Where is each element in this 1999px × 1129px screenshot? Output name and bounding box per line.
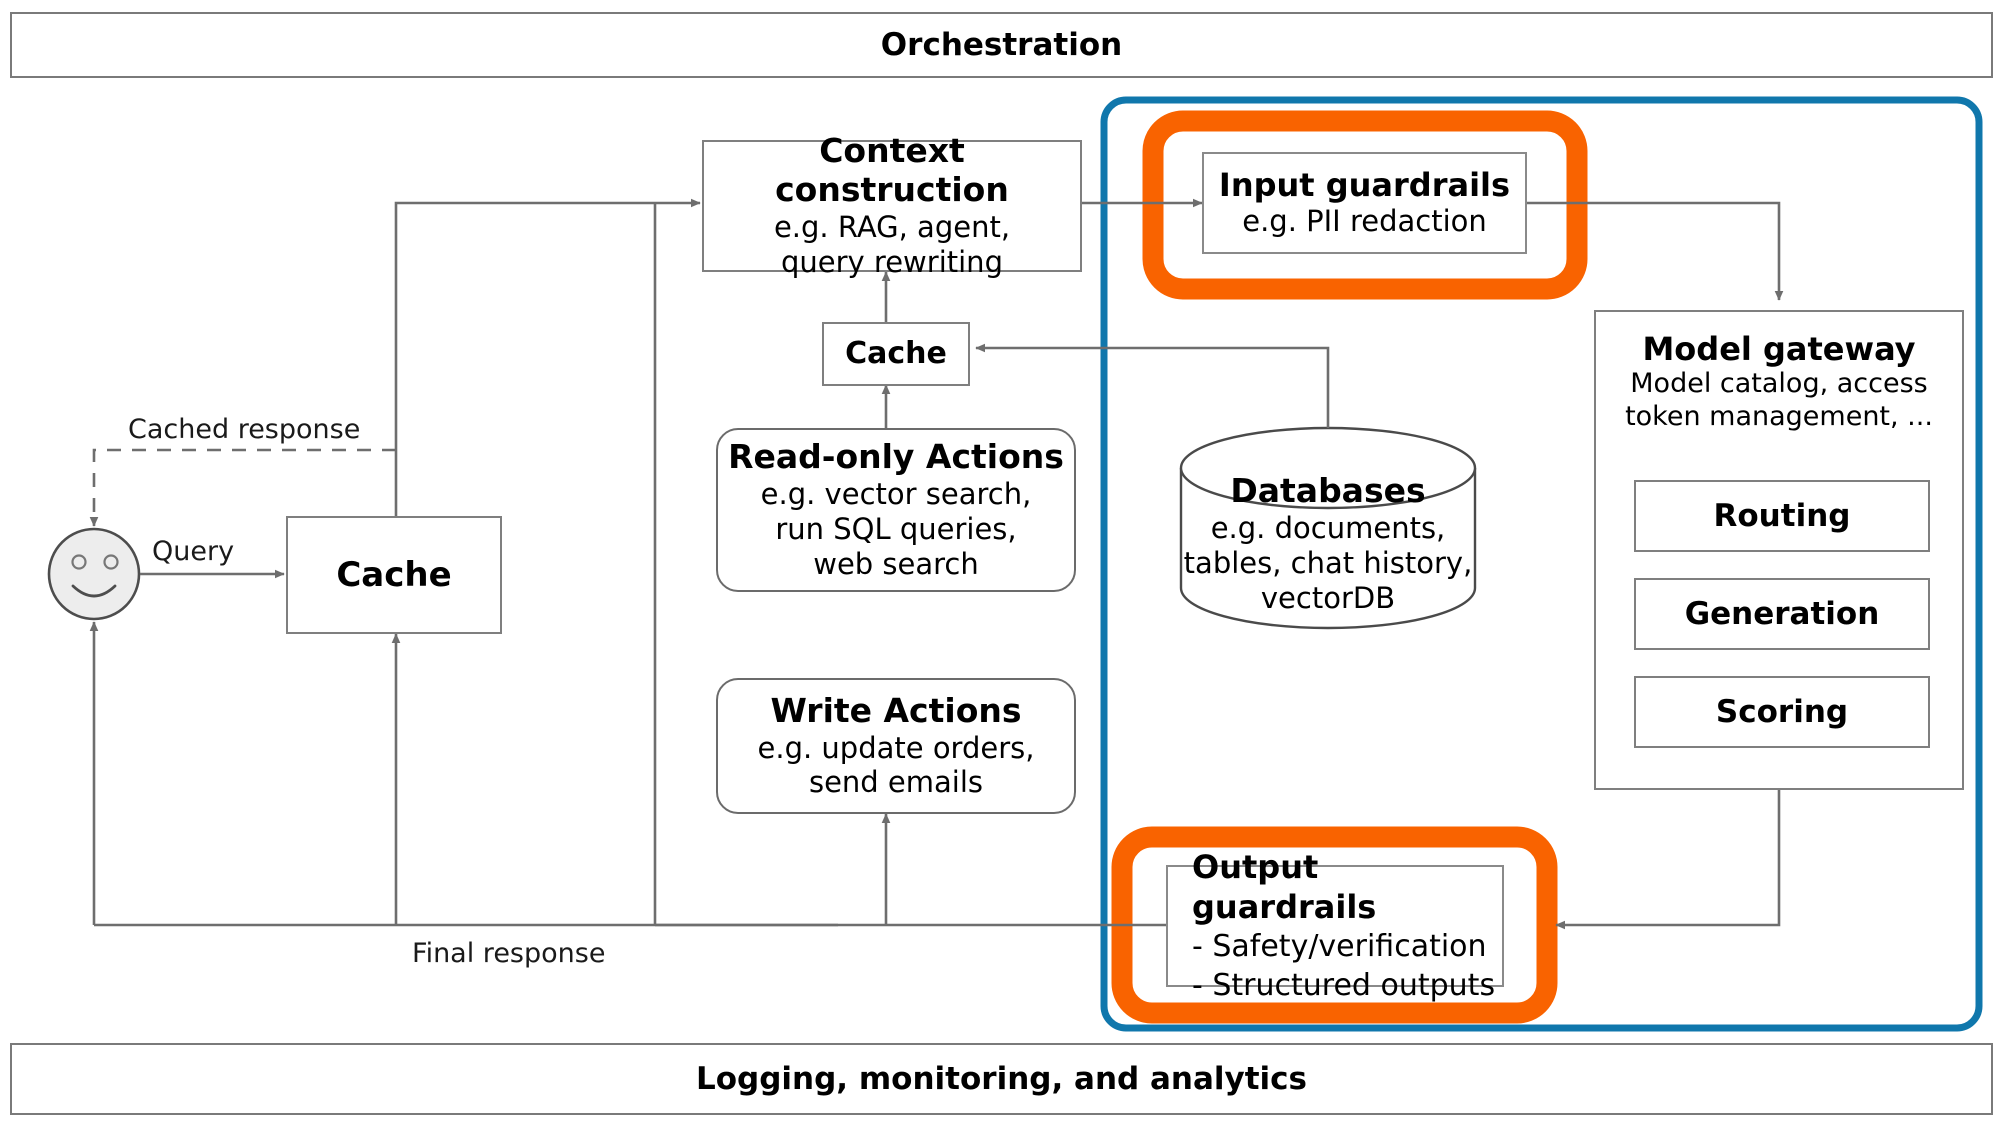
cache-left-box[interactable]: Cache [286,516,502,634]
cache-left-label: Cache [336,554,452,595]
model-gateway-sub-2: token management, ... [1625,401,1933,433]
context-construction-sub-2: query rewriting [781,244,1003,279]
edge-cached-response [89,448,396,527]
model-gateway-item-scoring[interactable]: Scoring [1634,676,1930,748]
write-actions-box[interactable]: Write Actions e.g. update orders, send e… [716,678,1076,814]
model-gateway-title: Model gateway [1642,330,1916,368]
model-gateway-item-generation[interactable]: Generation [1634,578,1930,650]
edge-cache-to-context [394,198,701,516]
edge-label-cached-response: Cached response [128,414,361,445]
logging-band: Logging, monitoring, and analytics [10,1043,1993,1115]
input-guardrails-box[interactable]: Input guardrails e.g. PII redaction [1202,152,1527,254]
databases-title: Databases [1230,471,1426,511]
databases-sub-2: tables, chat history, [1183,546,1473,581]
read-only-actions-sub-1: e.g. vector search, [760,477,1032,512]
write-actions-sub-2: send emails [808,765,984,800]
orchestration-label: Orchestration [880,27,1123,63]
context-construction-sub-1: e.g. RAG, agent, [773,210,1011,245]
user-face-shape [47,527,141,621]
context-construction-box[interactable]: Context construction e.g. RAG, agent, qu… [702,131,1082,279]
write-actions-title: Write Actions [770,690,1022,730]
model-gateway-item-generation-label: Generation [1684,596,1880,632]
output-guardrails-title: Output guardrails [1192,848,1377,926]
orchestration-band: Orchestration [10,12,1993,78]
edge-label-query: Query [152,536,235,567]
databases-sub-3: vectorDB [1260,580,1396,615]
output-guardrails-box[interactable]: Output guardrails - Safety/verification … [1166,848,1504,1003]
model-gateway-item-routing[interactable]: Routing [1634,480,1930,552]
read-only-actions-sub-2: run SQL queries, [775,512,1017,547]
input-guardrails-sub-1: e.g. PII redaction [1242,204,1487,239]
read-only-actions-box[interactable]: Read-only Actions e.g. vector search, ru… [716,428,1076,592]
read-only-actions-sub-3: web search [813,546,979,581]
databases-cylinder-shape [1179,426,1477,630]
model-layer-boundary [1100,96,1983,1032]
write-actions-sub-1: e.g. update orders, [757,730,1035,765]
edge-input-guardrails-to-gateway [1527,201,1784,301]
input-guardrails-highlight [1142,110,1588,300]
model-gateway-item-routing-label: Routing [1713,498,1851,534]
edge-label-final-response: Final response [412,938,606,969]
edge-gateway-to-output-guardrails [1555,790,1781,930]
context-construction-title: Context construction [775,131,1009,210]
logging-label: Logging, monitoring, and analytics [695,1061,1308,1097]
cache-mid-box[interactable]: Cache [822,322,970,386]
model-gateway-item-scoring-label: Scoring [1715,694,1849,730]
read-only-actions-title: Read-only Actions [728,437,1064,477]
model-gateway-sub-1: Model catalog, access [1630,368,1928,400]
output-guardrails-line-1: - Safety/verification [1192,929,1487,964]
databases-sub-1: e.g. documents, [1210,511,1446,546]
output-guardrails-line-2: - Structured outputs [1192,968,1496,1003]
edge-databases-to-cache [975,343,1330,428]
databases-box[interactable]: Databases e.g. documents, tables, chat h… [1181,460,1475,628]
cache-mid-label: Cache [845,336,947,372]
input-guardrails-title: Input guardrails [1218,165,1511,204]
